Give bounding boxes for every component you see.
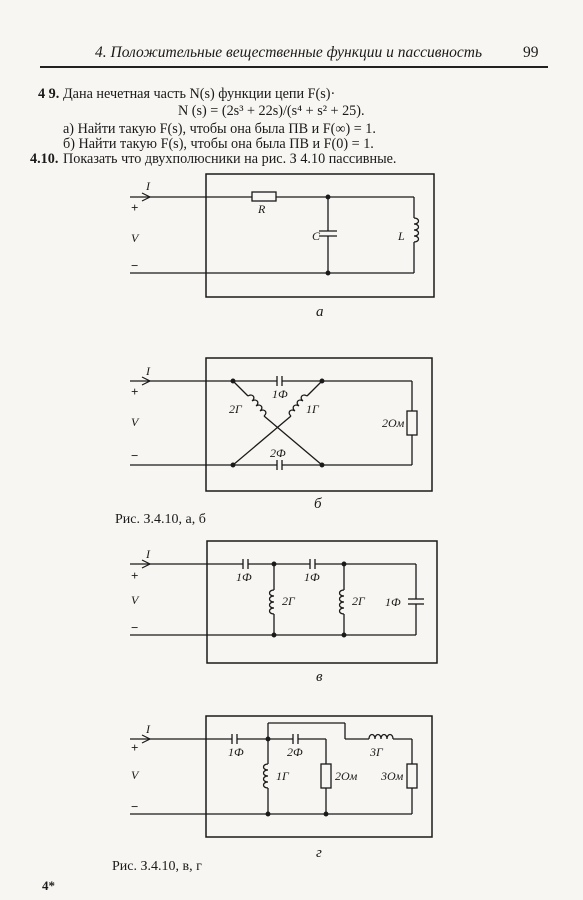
- figure-a: I + V − R C L а: [130, 173, 435, 320]
- current-label: I: [145, 722, 151, 736]
- enclosure-box: [205, 715, 433, 838]
- capacitor-2-label: 1Ф: [304, 570, 320, 584]
- minus-terminal: −: [131, 258, 138, 273]
- figure-caption-letter: в: [316, 669, 323, 685]
- enclosure-box: [206, 540, 438, 664]
- capacitor-1-label: 1Ф: [228, 745, 244, 759]
- resistor-1: [320, 763, 332, 789]
- problem-text: Дана нечетная часть N(s) функции цепи F(…: [63, 86, 336, 102]
- current-label: I: [145, 364, 151, 378]
- problem-number: 4 9.: [38, 86, 60, 102]
- resistor-right-label: 2Ом: [382, 416, 405, 430]
- inductor-l: [413, 217, 420, 243]
- minus-terminal: −: [131, 799, 138, 814]
- voltage-label: V: [131, 231, 140, 245]
- inductor-1: [262, 763, 269, 789]
- capacitor-2-label: 2Ф: [287, 745, 303, 759]
- plus-terminal: +: [131, 740, 138, 755]
- figure-caption: Рис. З.4.10, а, б: [115, 512, 206, 527]
- inductor-1: [268, 589, 275, 615]
- enclosure-box: [205, 357, 433, 492]
- resistor-1-label: 2Ом: [335, 769, 358, 783]
- problem-part-b: б) Найти такую F(s), чтобы она была ПВ и…: [63, 136, 374, 152]
- resistor-2: [406, 763, 418, 789]
- capacitor-bottom-label: 2Ф: [270, 446, 286, 460]
- running-title: 4. Положительные вещественные функции и …: [95, 44, 483, 61]
- page-number: 99: [523, 44, 539, 61]
- inductor-left-label: 2Г: [229, 402, 243, 416]
- inductor-left: [247, 394, 267, 417]
- resistor-right: [406, 410, 418, 436]
- current-label: I: [145, 179, 151, 193]
- figure-caption: Рис. З.4.10, в, г: [112, 859, 202, 874]
- signature-mark: 4*: [42, 878, 55, 893]
- capacitor-top-label: 1Ф: [272, 387, 288, 401]
- voltage-label: V: [131, 415, 140, 429]
- capacitor-label: C: [312, 229, 321, 243]
- enclosure-box: [205, 173, 435, 298]
- plus-terminal: +: [131, 568, 138, 583]
- capacitor-3-label: 1Ф: [385, 595, 401, 609]
- resistor-label: R: [257, 202, 266, 216]
- resistor-2-label: 3Ом: [380, 769, 404, 783]
- capacitor-1-label: 1Ф: [236, 570, 252, 584]
- inductor-2: [338, 589, 345, 615]
- figure-caption-letter: г: [316, 845, 322, 861]
- problem-number: 4.10.: [30, 151, 59, 167]
- inductor-2: [368, 733, 394, 740]
- figure-v: I + V − 1Ф 1Ф 2Г 2Г 1Ф в: [130, 540, 438, 685]
- current-label: I: [145, 547, 151, 561]
- voltage-label: V: [131, 593, 140, 607]
- figure-caption-letter: а: [316, 304, 324, 320]
- inductor-1-label: 2Г: [282, 594, 296, 608]
- figure-b: I + V − 1Ф 2Г 1Г 2Ф 2Ом б: [130, 357, 433, 512]
- inductor-right-label: 1Г: [306, 402, 320, 416]
- minus-terminal: −: [131, 620, 138, 635]
- plus-terminal: +: [131, 200, 138, 215]
- figure-g: I + V − 1Ф 2Ф 3Г 1Г 2Ом 3Ом г: [130, 715, 433, 861]
- minus-terminal: −: [131, 448, 138, 463]
- problem-formula: N (s) = (2s³ + 22s)/(s⁴ + s² + 25).: [178, 103, 365, 119]
- inductor-label: L: [397, 229, 405, 243]
- inductor-2-label: 3Г: [369, 745, 384, 759]
- problem-part-a: а) Найти такую F(s), чтобы она была ПВ и…: [63, 121, 376, 137]
- voltage-label: V: [131, 768, 140, 782]
- plus-terminal: +: [131, 384, 138, 399]
- figure-caption-letter: б: [314, 496, 322, 512]
- resistor-r: [251, 191, 277, 202]
- problem-text: Показать что двухполюсники на рис. З 4.1…: [63, 151, 397, 167]
- inductor-1-label: 1Г: [276, 769, 290, 783]
- inductor-2-label: 2Г: [352, 594, 366, 608]
- header-rule: [40, 66, 548, 68]
- inductor-right: [288, 394, 308, 417]
